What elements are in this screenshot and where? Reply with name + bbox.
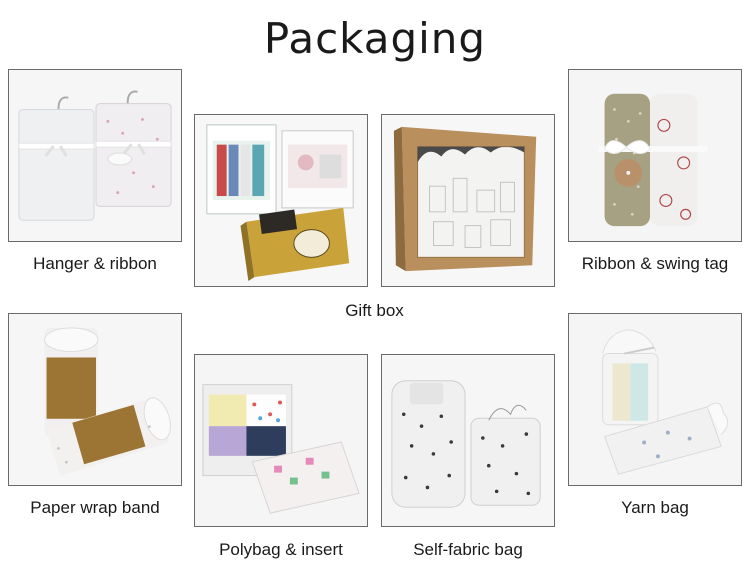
paper-wrap-band-photo	[8, 313, 182, 486]
polybag-insert-photo	[194, 354, 368, 527]
caption-yarn-bag: Yarn bag	[621, 498, 689, 517]
self-fabric-bag-photo	[381, 354, 555, 527]
caption-self-fabric-bag: Self-fabric bag	[413, 540, 523, 559]
gift-box-windowed-photo	[194, 114, 368, 287]
page-title: Packaging	[263, 14, 487, 63]
caption-ribbon-swing-tag: Ribbon & swing tag	[581, 254, 729, 273]
caption-hanger-ribbon: Hanger & ribbon	[33, 254, 157, 273]
yarn-bag-photo	[568, 313, 742, 486]
hanger-ribbon-photo	[8, 69, 182, 242]
caption-polybag-insert: Polybag & insert	[219, 540, 343, 559]
gift-box-kraft-window-photo	[381, 114, 555, 287]
ribbon-swing-tag-photo	[568, 69, 742, 242]
caption-gift-box: Gift box	[345, 301, 404, 320]
caption-paper-wrap-band: Paper wrap band	[30, 498, 160, 517]
